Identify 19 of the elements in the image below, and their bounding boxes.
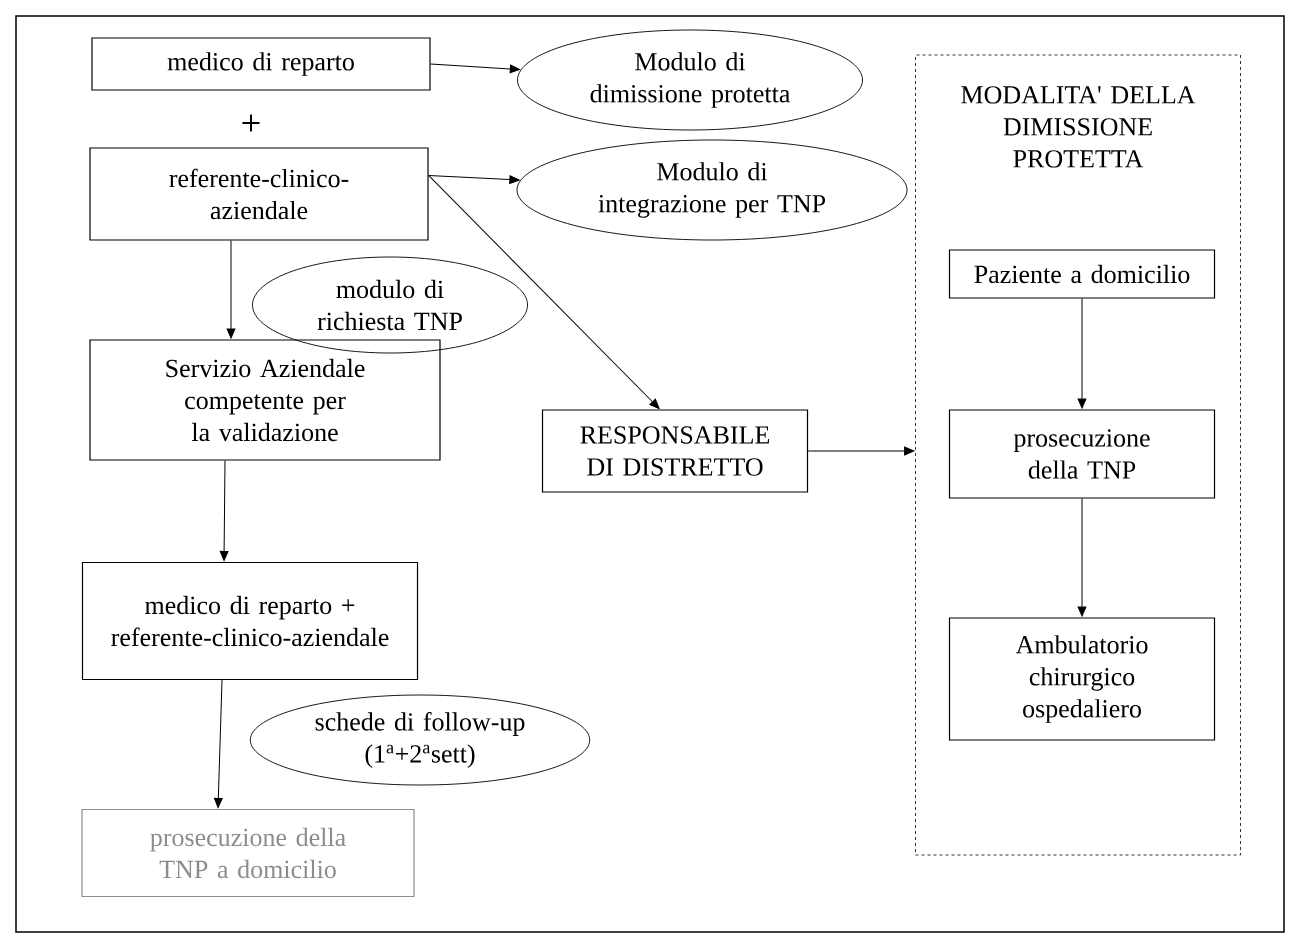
plus-sign: + (242, 114, 260, 132)
process-box: referente-clinico-aziendale (89, 147, 429, 241)
process-box: medico di reparto (91, 37, 431, 91)
arrow (428, 174, 520, 184)
arrow (213, 679, 223, 809)
arrow (226, 240, 236, 339)
process-box: RESPONSABILE DI DISTRETTO (541, 409, 809, 493)
process-box: Ambulatorio chirurgico ospedaliero (948, 617, 1216, 741)
arrow (219, 460, 229, 562)
arrow (430, 63, 520, 74)
process-box: medico di reparto + referente-clinico-aziendale (81, 561, 419, 681)
arrow (1077, 298, 1087, 409)
process-box: Paziente a domicilio (948, 249, 1216, 299)
arrow (807, 446, 915, 456)
process-box: Servizio Aziendale competente per la validazione (89, 339, 441, 461)
process-box: prosecuzione della TNP (948, 409, 1216, 499)
arrow (1077, 498, 1087, 617)
process-box: prosecuzione della TNP a domicilio (81, 808, 415, 898)
arrow (428, 174, 660, 409)
